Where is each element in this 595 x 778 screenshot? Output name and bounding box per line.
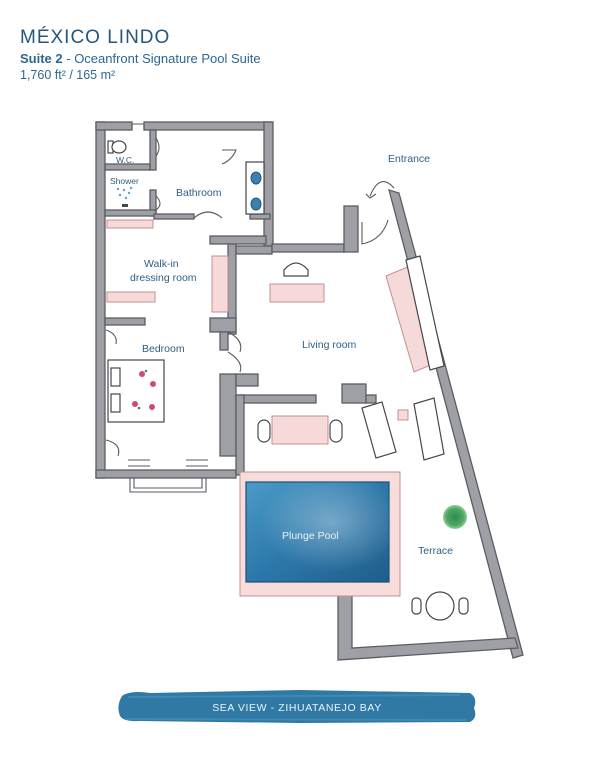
round-chair-east (458, 597, 469, 615)
suite-subtitle: Suite 2 - Oceanfront Signature Pool Suit… (20, 51, 261, 66)
chair-east (329, 419, 343, 443)
suite-number: Suite 2 (20, 51, 63, 66)
label-walkin-1: Walk-in (144, 258, 179, 270)
window-bedroom-nw (105, 329, 117, 345)
wall-west (95, 121, 106, 479)
label-bathroom: Bathroom (176, 187, 222, 199)
wall-entrance-pier (343, 205, 359, 253)
entrance-arrow-head (365, 193, 377, 199)
wall-living-south-pier (341, 383, 367, 404)
lamp-table (283, 262, 309, 277)
wall-living-south-a (235, 394, 317, 404)
door-bedroom (227, 331, 242, 373)
pillow-upper (110, 367, 121, 387)
wall-living-west-pier (235, 373, 259, 387)
closet-upper (106, 219, 154, 229)
chair-west (257, 419, 271, 443)
door-bath-south (193, 211, 223, 219)
label-wc: W.C. (116, 155, 134, 165)
label-terrace: Terrace (418, 545, 453, 557)
entrance-arrow (369, 181, 395, 197)
door-entrance (361, 219, 389, 245)
door-bath-cabinet (221, 149, 237, 165)
wall-east-bath (263, 121, 274, 247)
sofa-back (405, 255, 445, 371)
banner-texture (125, 694, 467, 721)
terrace-table (271, 415, 329, 445)
label-pool: Plunge Pool (282, 530, 339, 542)
suite-name: Oceanfront Signature Pool Suite (74, 51, 261, 66)
round-chair-west (411, 597, 422, 615)
door-wc (155, 137, 160, 157)
windows-bedroom-south (128, 459, 208, 467)
pool-shine (246, 482, 389, 582)
wall-living-north-b (271, 243, 345, 253)
wall-wc-shower (104, 163, 151, 171)
lounger-left (361, 401, 397, 459)
console-table (269, 283, 325, 303)
wall-wc-partition (149, 129, 157, 171)
wall-bath-south-b (249, 213, 271, 220)
banner-brush (118, 690, 476, 723)
shower-head (116, 186, 133, 207)
wall-bedroom-north (209, 317, 237, 333)
banner-sea-view: SEA VIEW - ZIHUATANEJO BAY (212, 702, 382, 714)
suite-area: 1,760 ft² / 165 m² (20, 68, 116, 82)
wall-terrace-west (235, 394, 245, 476)
label-bedroom: Bedroom (142, 343, 185, 355)
label-living: Living room (302, 339, 357, 351)
doors (105, 123, 395, 493)
suite-title: MÉXICO LINDO (20, 27, 171, 48)
label-walkin-2: dressing room (130, 272, 197, 284)
wall-shower-south (104, 209, 157, 217)
label-shower: Shower (110, 176, 139, 186)
suite-separator: - (62, 51, 75, 66)
window-wc (132, 123, 145, 130)
wall-bedroom-door-jamb (219, 331, 229, 351)
wall-dressing-north (209, 235, 267, 245)
wall-north-bath (143, 121, 273, 131)
wall-bath-south-a (153, 213, 195, 220)
plant-icon (443, 505, 467, 529)
wall-living-south-b (365, 394, 377, 404)
wall-north-wc (95, 121, 133, 131)
closet-lower (106, 291, 156, 303)
pillow-lower (110, 393, 121, 413)
label-entrance: Entrance (388, 153, 430, 165)
wall-bedroom-south (95, 469, 237, 479)
wall-bedroom-east (219, 373, 237, 457)
side-table (397, 409, 409, 421)
furniture (106, 140, 469, 621)
sink-upper (250, 171, 262, 185)
door-shower (155, 195, 161, 211)
window-bedroom-sw (105, 439, 120, 457)
wall-dressing-south (104, 317, 146, 326)
round-table (425, 591, 455, 621)
balcony-bedroom (129, 478, 207, 493)
wall-living-north-a (235, 245, 273, 255)
lounger-right (413, 397, 445, 461)
closet-east (211, 255, 229, 313)
toilet-bowl (111, 140, 127, 154)
bed-flowers (132, 369, 156, 410)
sink-lower (250, 197, 262, 211)
